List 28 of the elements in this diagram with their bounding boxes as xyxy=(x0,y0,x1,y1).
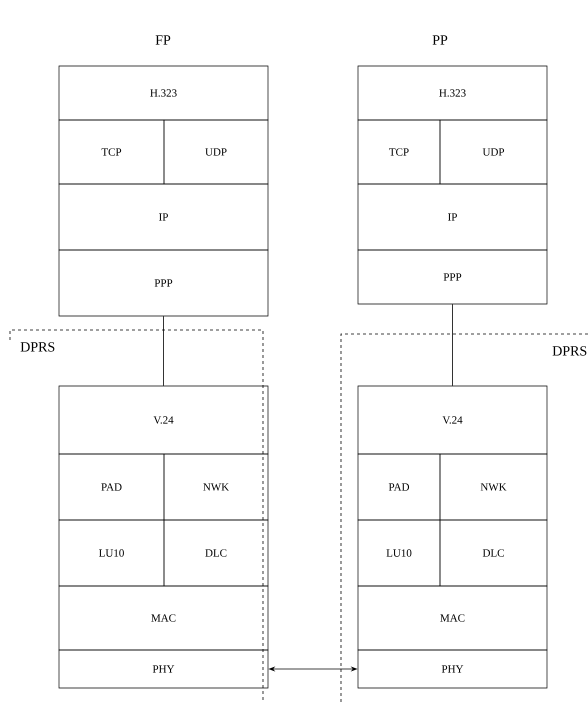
layer-box: PPP xyxy=(358,250,548,304)
layer-box: TCP xyxy=(58,120,164,184)
layer-box: NWK xyxy=(164,454,268,520)
layer-box: PPP xyxy=(58,250,268,316)
layer-box: UDP xyxy=(440,120,548,184)
layer-box: MAC xyxy=(358,586,548,650)
layer-box: PHY xyxy=(58,650,268,688)
layer-box: MAC xyxy=(58,586,268,650)
layer-box: IP xyxy=(58,184,268,250)
layer-box: IP xyxy=(358,184,548,250)
layer-box: TCP xyxy=(358,120,440,184)
layer-box: DLC xyxy=(440,520,548,586)
layer-box: H.323 xyxy=(358,66,548,120)
connector-line xyxy=(163,316,164,386)
layer-box: DLC xyxy=(164,520,268,586)
stack-heading: PP xyxy=(432,35,448,45)
layer-box: PHY xyxy=(358,650,548,688)
layer-box: UDP xyxy=(164,120,268,184)
stack-heading: FP xyxy=(156,35,170,45)
layer-box: PAD xyxy=(58,454,164,520)
layer-box: NWK xyxy=(440,454,548,520)
layer-box: V.24 xyxy=(58,386,268,454)
layer-box: PAD xyxy=(358,454,440,520)
connector-line xyxy=(452,304,453,386)
layer-box: V.24 xyxy=(358,386,548,454)
layer-box: H.323 xyxy=(58,66,268,120)
layer-box: LU10 xyxy=(58,520,164,586)
layer-box: LU10 xyxy=(358,520,440,586)
